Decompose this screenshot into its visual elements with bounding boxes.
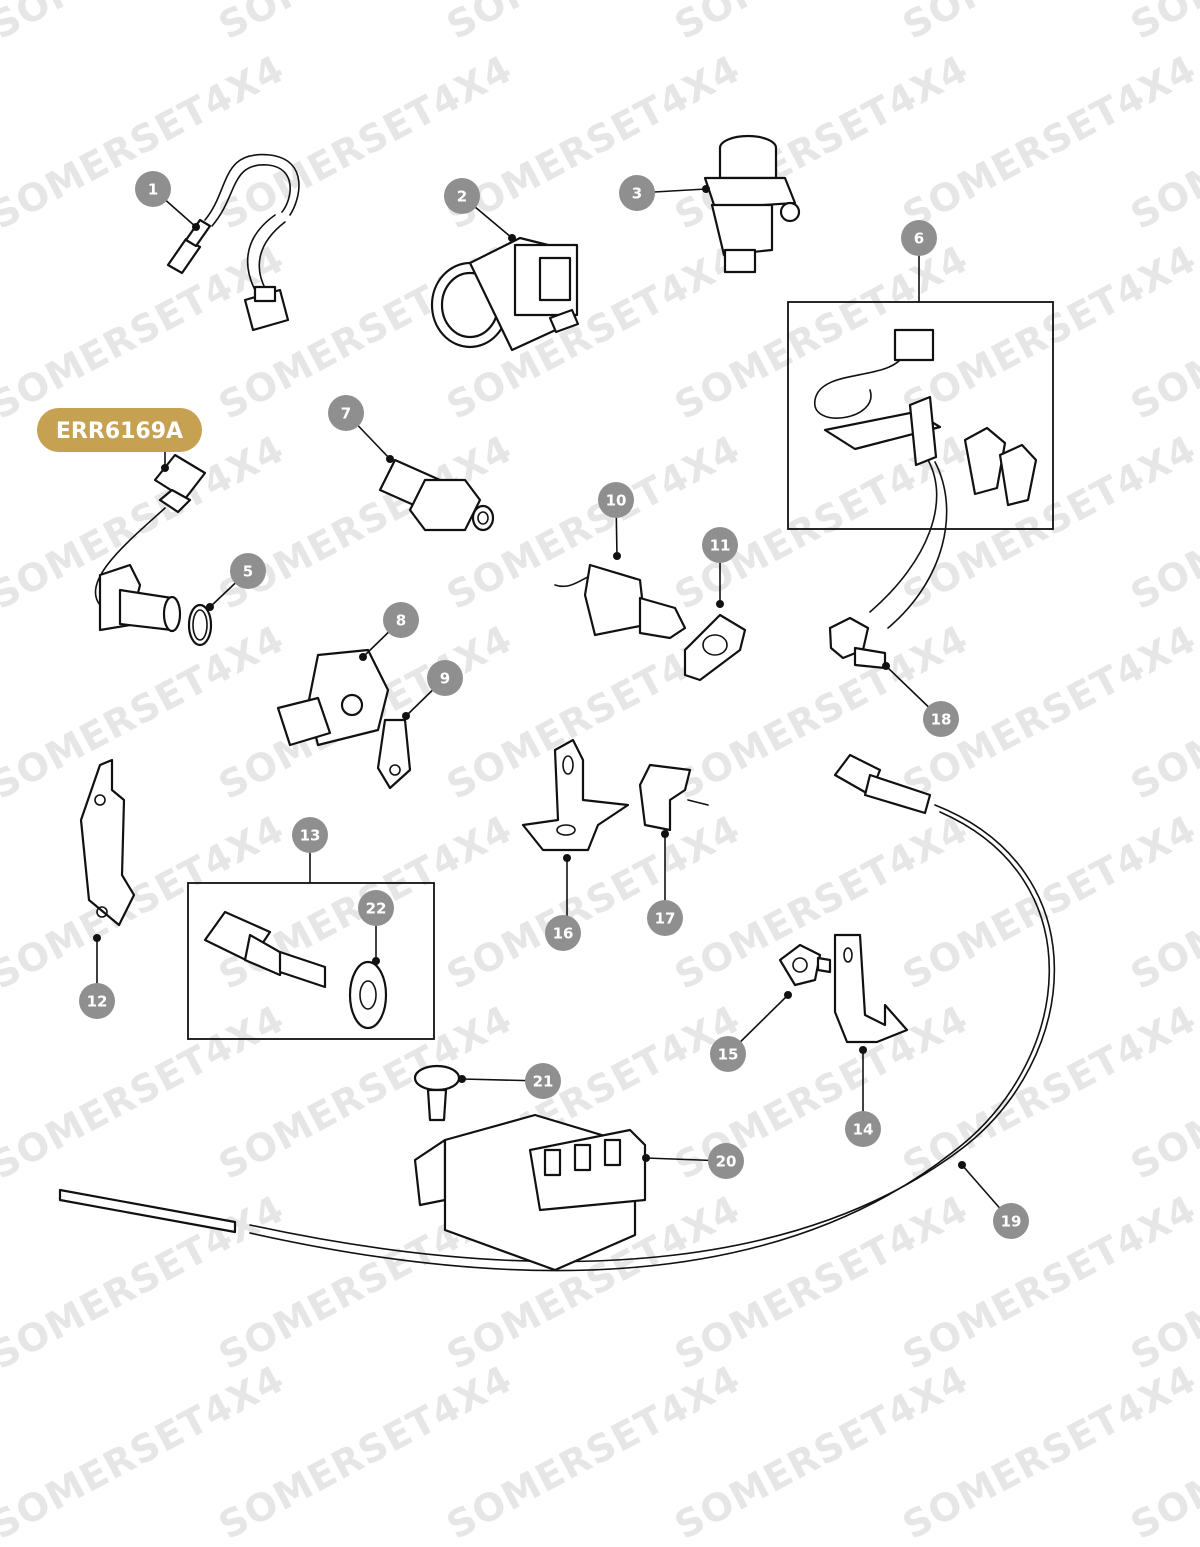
part-13-temp-sensor[interactable]: [203, 910, 327, 989]
callout-3[interactable]: 3: [619, 175, 655, 211]
part-5-o-ring[interactable]: [187, 603, 213, 647]
callout-19-label: 19: [1001, 1213, 1022, 1231]
callout-15[interactable]: 15: [710, 1036, 746, 1072]
callout-6-label: 6: [914, 230, 924, 248]
part-21-screw[interactable]: [413, 1064, 461, 1122]
callout-10-label: 10: [606, 492, 627, 510]
callout-14-label: 14: [853, 1121, 874, 1139]
callout-8[interactable]: 8: [383, 602, 419, 638]
part-8-throttle-sensor[interactable]: [276, 648, 390, 747]
callout-17[interactable]: 17: [647, 900, 683, 936]
part-1-sensor-harness[interactable]: [166, 153, 300, 332]
callout-6[interactable]: 6: [901, 220, 937, 256]
part-6-sensor-kit[interactable]: [814, 328, 1038, 629]
callout-16-label: 16: [553, 925, 574, 943]
callout-18[interactable]: 18: [923, 701, 959, 737]
callout-12[interactable]: 12: [79, 983, 115, 1019]
callout-15-label: 15: [718, 1046, 739, 1064]
part-16-bracket[interactable]: [521, 738, 630, 852]
callout-20[interactable]: 20: [708, 1143, 744, 1179]
callout-7[interactable]: 7: [328, 395, 364, 431]
callout-13[interactable]: 13: [292, 817, 328, 853]
callout-12-label: 12: [87, 993, 108, 1011]
callout-22[interactable]: 22: [358, 890, 394, 926]
callout-2-label: 2: [457, 188, 467, 206]
part-20-ecu-module[interactable]: [413, 1113, 647, 1272]
part-3-switch[interactable]: [703, 134, 801, 274]
callout-8-label: 8: [396, 612, 406, 630]
part-15-clip[interactable]: [778, 943, 832, 987]
part-2-air-flow-meter[interactable]: [430, 236, 580, 352]
callout-1[interactable]: 1: [135, 171, 171, 207]
kit-13-frame: [187, 882, 435, 1040]
callout-14[interactable]: 14: [845, 1111, 881, 1147]
callout-5-label: 5: [243, 563, 253, 581]
callout-9[interactable]: 9: [427, 660, 463, 696]
part-22-washer[interactable]: [348, 960, 388, 1030]
part-18-bolt[interactable]: [828, 616, 887, 670]
callout-2[interactable]: 2: [444, 178, 480, 214]
callout-19[interactable]: 19: [993, 1203, 1029, 1239]
callout-1-label: 1: [148, 181, 158, 199]
part-11-gasket[interactable]: [683, 613, 747, 682]
callout-22-label: 22: [366, 900, 387, 918]
callout-21-label: 21: [533, 1073, 554, 1091]
part-9-clip[interactable]: [376, 718, 412, 790]
callout-3-label: 3: [632, 185, 642, 203]
callout-11[interactable]: 11: [702, 527, 738, 563]
watermark-text: SOMERSET4X4: [1124, 0, 1200, 48]
part-10-idle-valve[interactable]: [554, 563, 687, 640]
highlight-part-number[interactable]: ERR6169A: [37, 408, 202, 452]
kit-6-frame: [787, 301, 1054, 530]
highlight-part-number-label: ERR6169A: [56, 419, 183, 444]
callout-20-label: 20: [716, 1153, 737, 1171]
callout-11-label: 11: [710, 537, 731, 555]
callout-9-label: 9: [440, 670, 450, 688]
part-17-clip[interactable]: [638, 763, 709, 832]
part-12-bracket[interactable]: [79, 758, 136, 927]
callout-10[interactable]: 10: [598, 482, 634, 518]
callout-13-label: 13: [300, 827, 321, 845]
callout-21[interactable]: 21: [525, 1063, 561, 1099]
callout-18-label: 18: [931, 711, 952, 729]
callout-7-label: 7: [341, 405, 351, 423]
part-7-pressure-switch[interactable]: [378, 458, 495, 532]
callout-17-label: 17: [655, 910, 676, 928]
part-14-bracket[interactable]: [833, 933, 909, 1044]
callout-5[interactable]: 5: [230, 553, 266, 589]
callout-16[interactable]: 16: [545, 915, 581, 951]
part-19-probe-cable[interactable]: [58, 753, 1056, 1272]
